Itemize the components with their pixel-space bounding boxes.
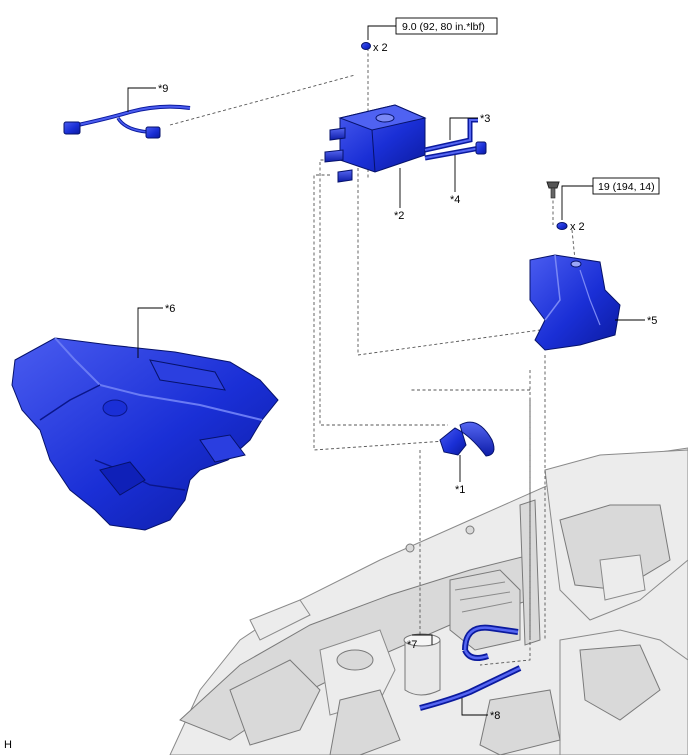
callout-9: *9 xyxy=(158,83,168,95)
callout-2: *2 xyxy=(394,210,404,222)
engine-cover xyxy=(11,337,279,531)
torque-spec-upper: 9.0 (92, 80 in.*lbf) x 2 xyxy=(367,17,498,54)
engine-bay xyxy=(169,447,688,755)
torque-spec-upper-text: 9.0 (92, 80 in.*lbf) xyxy=(402,21,485,33)
wire-harness xyxy=(63,104,191,139)
callouts: *9 *3 *4 *2 *5 *6 *1 *7 *8 xyxy=(127,83,657,722)
torque-right-qty: x 2 xyxy=(570,221,585,233)
torque-spec-right-text: 19 (194, 14) xyxy=(598,181,655,193)
reservoir-cylinder xyxy=(403,633,441,696)
hoses xyxy=(419,624,522,711)
torque-spec-right: 19 (194, 14) x 2 xyxy=(561,177,660,233)
reservoir-tank xyxy=(324,104,427,183)
callout-8: *8 xyxy=(490,710,500,722)
dashed-leaders xyxy=(169,48,576,666)
callout-5: *5 xyxy=(647,315,657,327)
callout-7: *7 xyxy=(407,639,417,651)
nut-icon xyxy=(361,42,371,50)
pipe-assembly xyxy=(424,117,487,161)
bracket xyxy=(529,254,621,351)
callout-1: *1 xyxy=(455,484,465,496)
nut-icon xyxy=(556,222,568,230)
callout-4: *4 xyxy=(450,194,460,206)
torque-upper-qty: x 2 xyxy=(373,42,388,54)
bolt-icon xyxy=(546,181,560,199)
callout-3: *3 xyxy=(480,113,490,125)
sensor xyxy=(439,421,495,457)
corner-mark: H xyxy=(4,739,12,751)
callout-6: *6 xyxy=(165,303,175,315)
